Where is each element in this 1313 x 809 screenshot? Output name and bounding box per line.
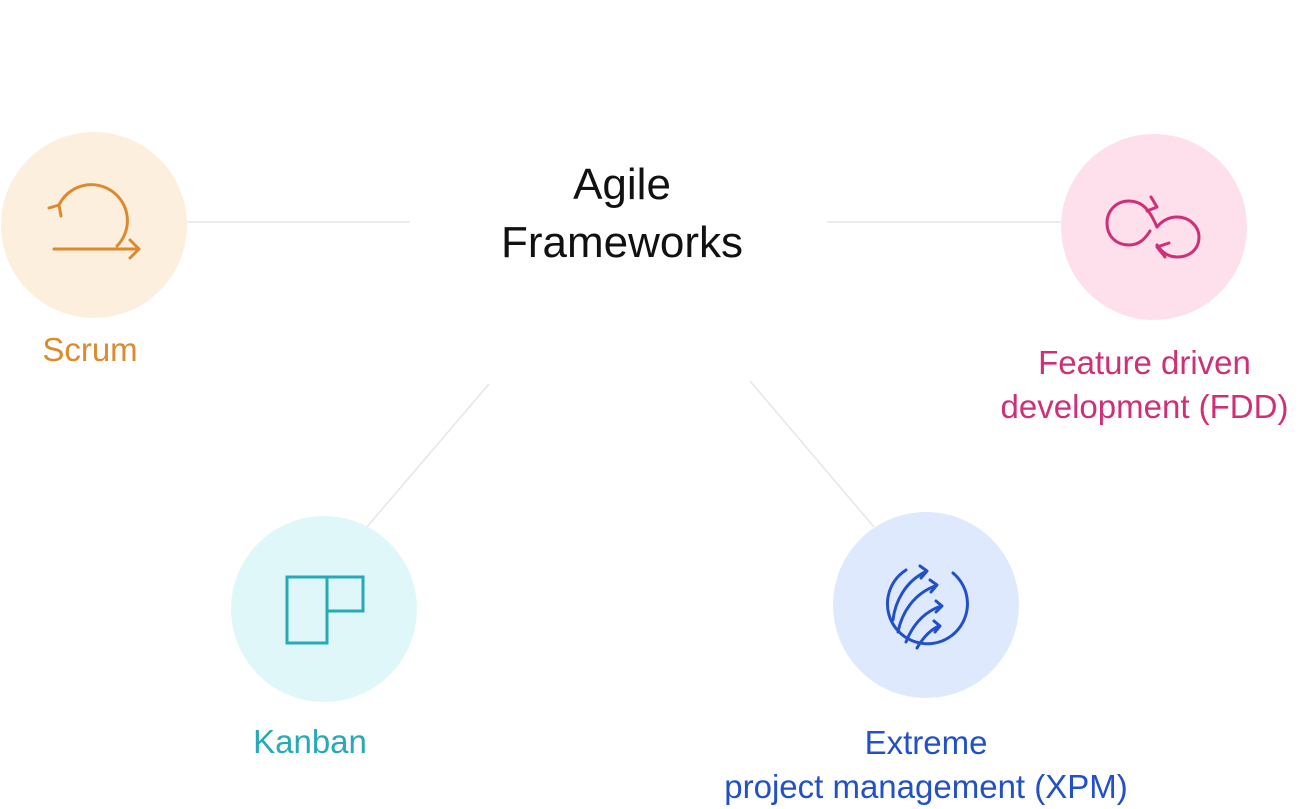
fdd-label-line1: Feature driven <box>1038 344 1251 381</box>
connector-xpm <box>749 380 875 528</box>
kanban-label-line1: Kanban <box>253 723 367 760</box>
xpm-label: Extreme project management (XPM) <box>686 721 1166 809</box>
scrum-loop-arrow-icon <box>47 183 141 260</box>
center-title-line2: Frameworks <box>500 218 744 267</box>
kanban-node <box>231 516 417 702</box>
center-title-line1: Agile <box>573 160 671 209</box>
scrum-node <box>1 132 187 318</box>
xpm-globe-arrows-icon <box>885 564 969 650</box>
xpm-node <box>833 512 1019 698</box>
xpm-label-line1: Extreme <box>864 724 988 761</box>
kanban-label: Kanban <box>210 720 410 764</box>
scrum-label-line1: Scrum <box>42 331 138 368</box>
fdd-label-line2: development (FDD) <box>1000 388 1289 425</box>
fdd-cycle-arrows-icon <box>1105 195 1201 259</box>
connector-kanban <box>365 383 490 529</box>
xpm-label-line2: project management (XPM) <box>724 768 1128 805</box>
scrum-label: Scrum <box>0 328 180 372</box>
fdd-node <box>1061 134 1247 320</box>
fdd-label: Feature driven development (FDD) <box>976 341 1313 429</box>
center-title: Agile Frameworks <box>422 156 822 272</box>
kanban-board-icon <box>285 575 365 645</box>
